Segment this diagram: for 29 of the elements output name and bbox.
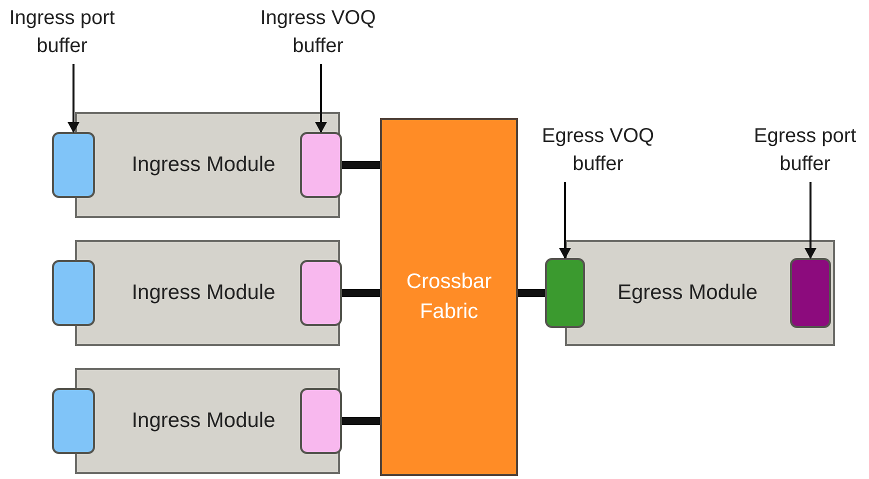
module-label: Ingress Module xyxy=(132,153,276,177)
buffer-box xyxy=(300,388,342,454)
module-box xyxy=(52,240,342,346)
buffer-box xyxy=(300,260,342,326)
fabric-box: Crossbar Fabric xyxy=(380,118,518,476)
buffer-box xyxy=(52,388,95,454)
module-box xyxy=(52,112,342,218)
module-box xyxy=(545,240,835,346)
buffer-box xyxy=(300,132,342,198)
callout-label: Ingress VOQ buffer xyxy=(258,4,378,62)
module-label: Ingress Module xyxy=(132,281,276,305)
module-box xyxy=(52,368,342,474)
connector-line xyxy=(342,417,380,425)
connector-line xyxy=(518,289,545,297)
connector-line xyxy=(342,161,380,169)
callout-label: Egress VOQ buffer xyxy=(538,122,658,180)
arrow xyxy=(559,182,571,259)
callout-label: Egress port buffer xyxy=(745,122,865,180)
arrow xyxy=(315,64,327,133)
buffer-box xyxy=(52,132,95,198)
arrow xyxy=(804,182,816,259)
buffer-box xyxy=(545,258,585,328)
module-label: Egress Module xyxy=(617,281,758,305)
buffer-box xyxy=(52,260,95,326)
connector-line xyxy=(342,289,380,297)
callout-label: Ingress port buffer xyxy=(2,4,122,62)
buffer-box xyxy=(790,258,831,328)
arrow xyxy=(68,64,80,133)
module-label: Ingress Module xyxy=(132,409,276,433)
